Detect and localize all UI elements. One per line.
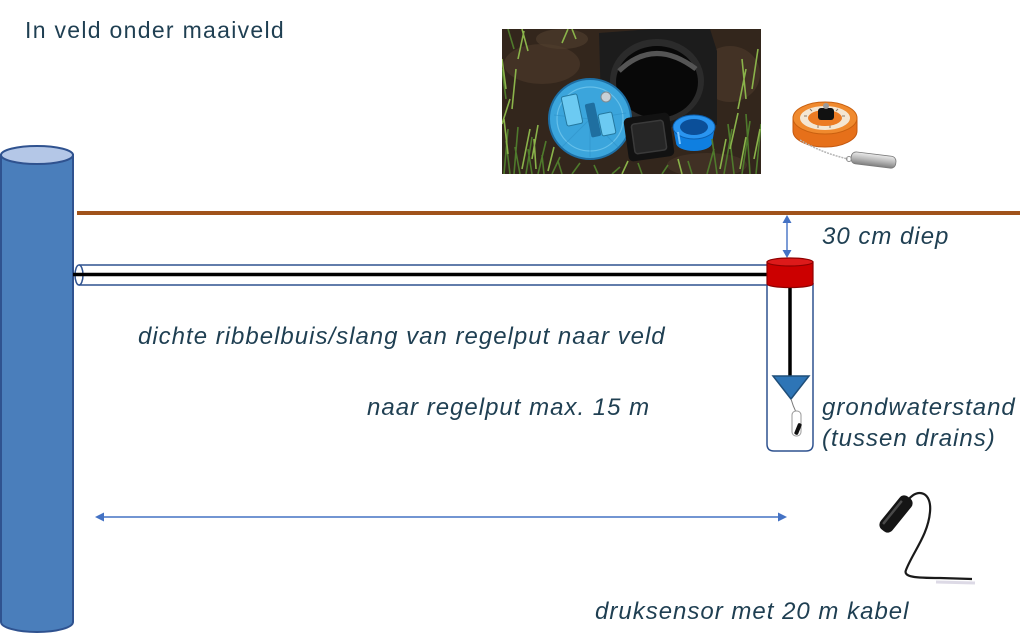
- tape-cord: [799, 139, 849, 160]
- depth-arrow: [782, 215, 792, 258]
- tape-reel-marks: [804, 108, 845, 128]
- tape-reel-knob: [823, 103, 829, 109]
- sensor-highlight: [882, 500, 903, 525]
- black-lid-inner: [630, 119, 668, 155]
- grass-dark: [502, 29, 761, 174]
- water-level-icon: [771, 375, 811, 401]
- well-lid-photo: [502, 29, 761, 174]
- cylinder-top: [0, 145, 74, 165]
- tube-label: dichte ribbelbuis/slang van regelput naa…: [138, 323, 666, 350]
- well-rim-highlight: [617, 51, 698, 73]
- blue-lid-slot: [584, 102, 602, 138]
- blue-cup-inside: [680, 119, 708, 135]
- distance-label: naar regelput max. 15 m: [367, 394, 651, 421]
- soil-patch: [504, 44, 580, 84]
- well-hole: [616, 46, 698, 118]
- sensor-cylinder: [879, 495, 913, 533]
- depth-arrow-head-down: [782, 250, 792, 258]
- grass-light: [502, 29, 761, 174]
- distance-arrow: [95, 512, 787, 522]
- groundwater-label: grondwaterstand: [822, 394, 1016, 421]
- pressure-sensor-in-pipe: [790, 398, 802, 437]
- blue-lid-slot: [560, 93, 584, 127]
- pressure-sensor-photo: [879, 491, 976, 585]
- depth-arrow-head-up: [782, 215, 792, 223]
- cylinder-body: [0, 154, 74, 633]
- tape-measure-photo: [792, 101, 897, 169]
- sensor-label: druksensor met 20 m kabel: [595, 598, 910, 625]
- tube-edges: [79, 264, 768, 286]
- depth-label: 30 cm diep: [822, 223, 950, 250]
- red-cap: [766, 257, 814, 289]
- black-square-lid: [623, 112, 675, 162]
- soil-patch: [536, 29, 588, 49]
- cap-top: [766, 257, 814, 267]
- blue-cup-highlight: [677, 131, 681, 145]
- cap-body: [766, 261, 814, 289]
- distance-arrow-head-left: [95, 512, 104, 522]
- blue-lid-slot: [597, 111, 617, 137]
- control-well-cylinder: [0, 145, 74, 633]
- sensor-cable-shadow: [935, 580, 976, 585]
- sensor-tip: [794, 423, 802, 435]
- blue-lid-bolt: [600, 91, 612, 103]
- diagram-title: In veld onder maaiveld: [25, 17, 286, 43]
- sensor-photo-body: [879, 495, 913, 533]
- distance-arrow-head-right: [778, 512, 787, 522]
- groundwater-note-label: (tussen drains): [822, 425, 996, 452]
- tape-reel-handle: [818, 108, 834, 120]
- sensor-photo-cable: [904, 491, 973, 581]
- tape-weight: [850, 151, 897, 169]
